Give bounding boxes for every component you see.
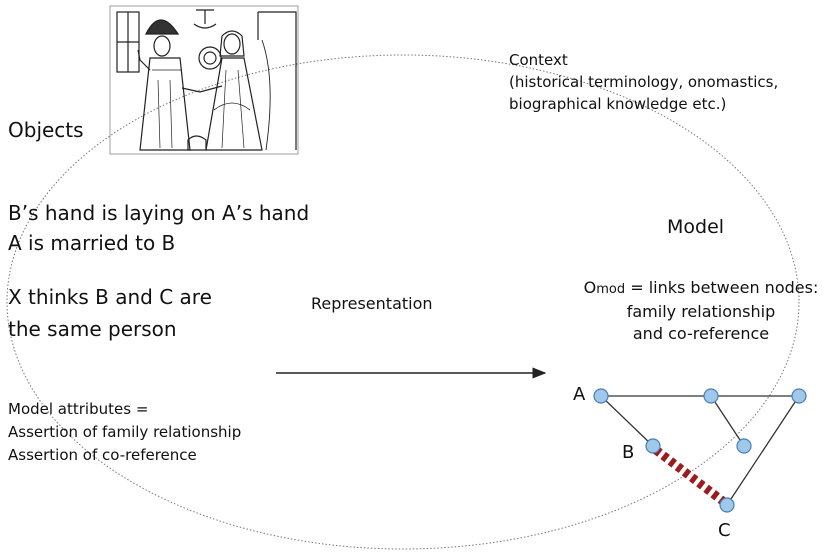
node-b bbox=[645, 438, 661, 454]
attributes-line-3: Assertion of co-reference bbox=[8, 446, 197, 464]
context-ellipse bbox=[6, 54, 800, 550]
context-line-3: biographical knowledge etc.) bbox=[509, 95, 727, 113]
graph-nodes bbox=[593, 388, 807, 513]
couple-illustration bbox=[109, 5, 299, 155]
statement-line-1: B’s hand is laying on A’s hand bbox=[8, 201, 310, 225]
node-a bbox=[593, 388, 609, 404]
coreference-link bbox=[653, 446, 727, 506]
edge-mid-inner bbox=[710, 395, 745, 447]
attributes-line-1: Model attributes = bbox=[8, 400, 149, 418]
model-description: Omod = links between nodes: family relat… bbox=[561, 277, 840, 345]
node-c bbox=[719, 497, 735, 513]
context-block: Context (historical terminology, onomast… bbox=[509, 49, 778, 115]
node-inner bbox=[736, 438, 752, 454]
attributes-line-2: Assertion of family relationship bbox=[8, 423, 242, 441]
statement-line-2: A is married to B bbox=[8, 231, 176, 255]
node-right bbox=[791, 388, 807, 404]
node-label-a: A bbox=[573, 384, 586, 405]
omod-line: Omod = links between nodes: bbox=[561, 277, 840, 301]
edge-right-c bbox=[726, 395, 800, 506]
omod-subscript: mod bbox=[596, 282, 626, 297]
omod-text: = links between nodes: bbox=[625, 278, 819, 297]
model-line-2: family relationship bbox=[626, 302, 776, 321]
statement-line-3: X thinks B and C are bbox=[8, 285, 212, 309]
node-label-c: C bbox=[718, 520, 731, 541]
statement-line-4: the same person bbox=[8, 317, 177, 341]
model-line-3: and co-reference bbox=[632, 324, 770, 343]
node-label-b: B bbox=[622, 442, 635, 463]
representation-label: Representation bbox=[311, 294, 433, 313]
omod-symbol: O bbox=[583, 278, 597, 297]
context-line-2: (historical terminology, onomastics, bbox=[509, 73, 779, 91]
node-mid bbox=[703, 388, 719, 404]
graph-edges bbox=[600, 395, 800, 506]
objects-title: Objects bbox=[8, 118, 84, 142]
edge-a-b bbox=[600, 395, 654, 447]
context-title: Context bbox=[509, 51, 568, 69]
model-title: Model bbox=[667, 216, 725, 238]
